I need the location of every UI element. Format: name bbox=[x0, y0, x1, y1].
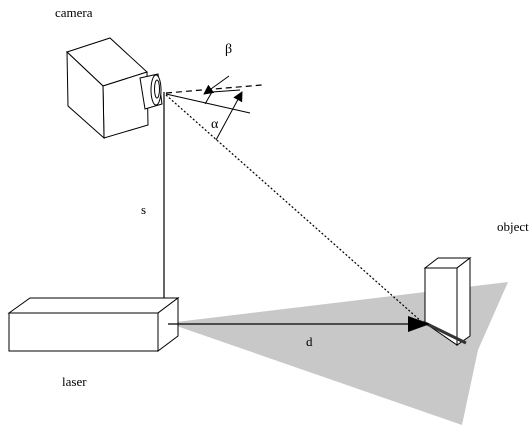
camera-lens bbox=[139, 73, 163, 110]
laser-label: laser bbox=[62, 374, 87, 389]
distance-d-arrowhead bbox=[408, 316, 430, 332]
beta-label: β bbox=[225, 42, 232, 57]
beta-arrow bbox=[203, 75, 230, 95]
reference-line bbox=[165, 93, 251, 114]
line-of-sight-dotted bbox=[165, 94, 423, 323]
alpha-label: α bbox=[211, 117, 219, 132]
laser-body bbox=[7, 297, 180, 352]
laser-stripe-on-object bbox=[422, 320, 467, 345]
camera-body bbox=[66, 37, 149, 140]
object-block bbox=[423, 256, 472, 346]
laser-light-plane bbox=[168, 282, 508, 425]
s-label: s bbox=[141, 202, 146, 217]
optical-axis-dashed-line bbox=[165, 84, 263, 94]
object-label: object bbox=[497, 219, 529, 234]
beta-bracket bbox=[204, 89, 241, 105]
d-label: d bbox=[306, 334, 313, 349]
alpha-arrow bbox=[215, 91, 243, 141]
camera-label: camera bbox=[55, 5, 93, 20]
